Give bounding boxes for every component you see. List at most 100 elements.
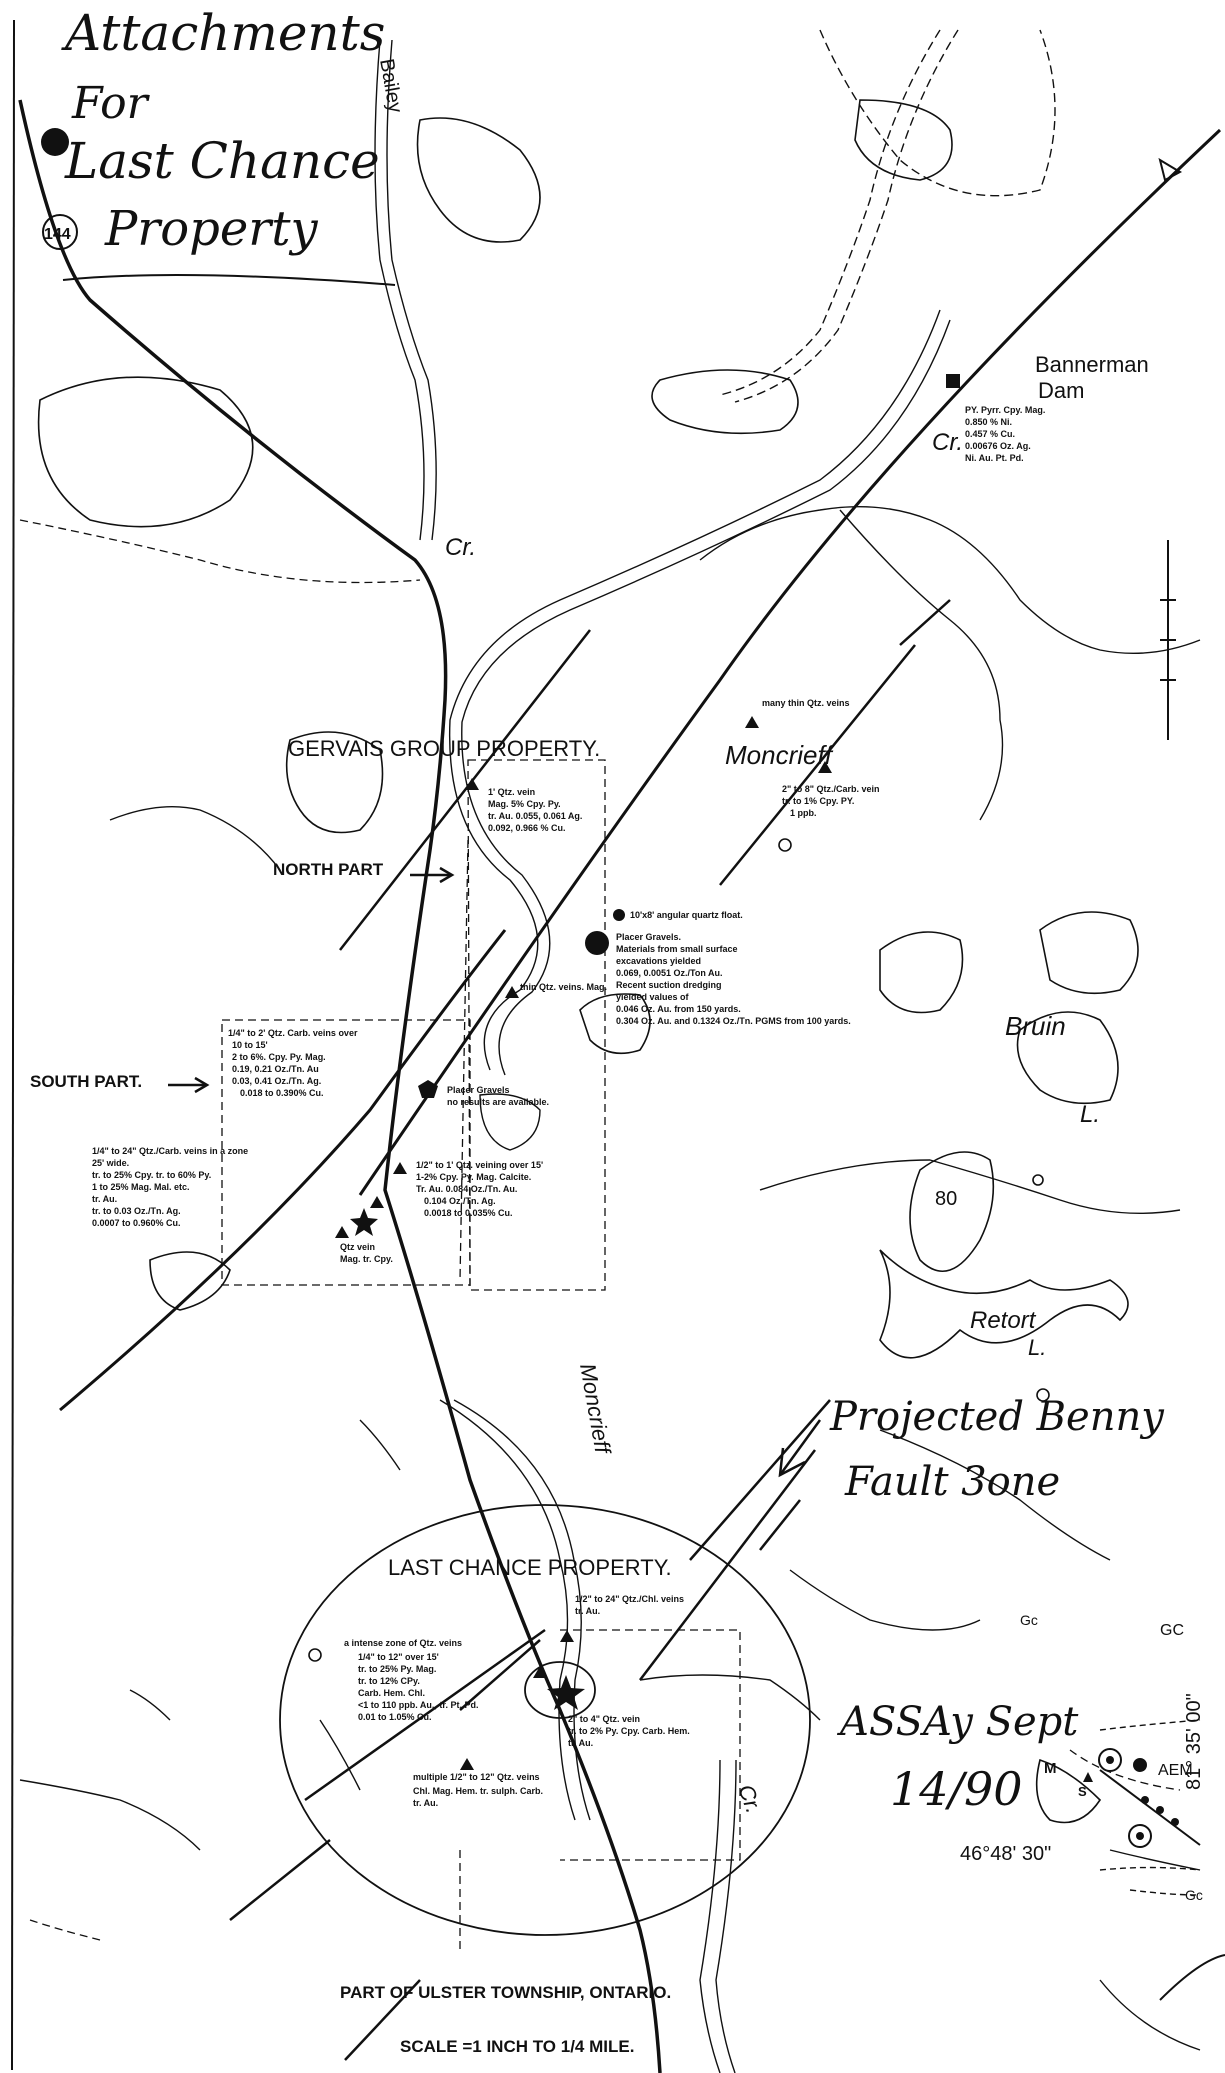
svg-text:tr. Au.: tr. Au. bbox=[568, 1738, 593, 1748]
svg-text:1' Qtz. vein: 1' Qtz. vein bbox=[488, 787, 535, 797]
handwritten-title-line3: Last Chance bbox=[64, 132, 380, 190]
svg-text:Tr. Au. 0.084 Oz./Tn. Au.: Tr. Au. 0.084 Oz./Tn. Au. bbox=[416, 1184, 517, 1194]
bannerman-dam-marker bbox=[946, 374, 960, 388]
svg-text:1/4" to 24" Qtz./Carb. veins i: 1/4" to 24" Qtz./Carb. veins in a zone bbox=[92, 1146, 248, 1156]
svg-text:0.457 % Cu.: 0.457 % Cu. bbox=[965, 429, 1015, 439]
bannerman-label-line1: Bannerman bbox=[1035, 352, 1149, 377]
bannerman-label-line2: Dam bbox=[1038, 378, 1084, 403]
moncrieff-lake-label: Moncrieff bbox=[725, 740, 835, 770]
svg-text:Qtz vein: Qtz vein bbox=[340, 1242, 375, 1252]
multiple-veins-note: multiple 1/2" to 12" Qtz. veins Chl. Mag… bbox=[413, 1772, 543, 1808]
svg-text:0.092, 0.966 % Cu.: 0.092, 0.966 % Cu. bbox=[488, 823, 566, 833]
last-chance-circle bbox=[279, 1504, 811, 1936]
svg-text:yielded values of: yielded values of bbox=[616, 992, 690, 1002]
s-label: S bbox=[1078, 1784, 1087, 1799]
scale-label: SCALE =1 INCH TO 1/4 MILE. bbox=[400, 2037, 634, 2056]
svg-text:Chl. Mag. Hem. tr. sulph. Carb: Chl. Mag. Hem. tr. sulph. Carb. bbox=[413, 1786, 543, 1796]
veining-15-note: 1/2" to 1' Qtz. veining over 15' 1-2% Cp… bbox=[416, 1160, 543, 1218]
svg-text:0.0007 to 0.960% Cu.: 0.0007 to 0.960% Cu. bbox=[92, 1218, 181, 1228]
intense-zone-note: a intense zone of Qtz. veins 1/4" to 12"… bbox=[344, 1638, 478, 1722]
svg-text:Placer Gravels.: Placer Gravels. bbox=[616, 932, 681, 942]
assay-notes: PY. Pyrr. Cpy. Mag. 0.850 % Ni. 0.457 % … bbox=[92, 405, 1045, 1808]
svg-text:1 to 25% Mag. Mal. etc.: 1 to 25% Mag. Mal. etc. bbox=[92, 1182, 190, 1192]
svg-text:1/4" to 12" over 15': 1/4" to 12" over 15' bbox=[358, 1652, 439, 1662]
svg-text:multiple 1/2" to 12" Qtz. vein: multiple 1/2" to 12" Qtz. veins bbox=[413, 1772, 540, 1782]
handwritten-title-line2: For bbox=[71, 78, 151, 129]
svg-text:1/4" to 2' Qtz. Carb. veins ov: 1/4" to 2' Qtz. Carb. veins over bbox=[228, 1028, 358, 1038]
south-carb-note: 1/4" to 2' Qtz. Carb. veins over 10 to 1… bbox=[228, 1028, 358, 1098]
svg-text:0.069, 0.0051 Oz./Ton Au.: 0.069, 0.0051 Oz./Ton Au. bbox=[616, 968, 723, 978]
svg-text:0.046 Oz. Au. from 150 yards.: 0.046 Oz. Au. from 150 yards. bbox=[616, 1004, 741, 1014]
svg-text:PY. Pyrr. Cpy. Mag.: PY. Pyrr. Cpy. Mag. bbox=[965, 405, 1045, 415]
projected-fault-line1: Projected Benny bbox=[829, 1394, 1165, 1440]
svg-text:25' wide.: 25' wide. bbox=[92, 1158, 129, 1168]
gc-label-3: Gc bbox=[1185, 1887, 1203, 1903]
creek-label-lower: Cr. bbox=[733, 1781, 766, 1816]
place-labels: 144 Bailey Bannerman Dam Cr. Cr. Cr. Mon… bbox=[30, 57, 1205, 2056]
svg-text:1/2" to 24" Qtz./Chl. veins: 1/2" to 24" Qtz./Chl. veins bbox=[575, 1594, 684, 1604]
thin-veins-mag-note: thin Qtz. veins. Mag. bbox=[520, 982, 607, 992]
gervais-vein-note: 1' Qtz. vein Mag. 5% Cpy. Py. tr. Au. 0.… bbox=[488, 787, 582, 833]
svg-text:no results are available.: no results are available. bbox=[447, 1097, 549, 1107]
svg-text:tr. to 25% Py. Mag.: tr. to 25% Py. Mag. bbox=[358, 1664, 436, 1674]
svg-text:0.00676 Oz. Ag.: 0.00676 Oz. Ag. bbox=[965, 441, 1031, 451]
bruin-l-label: L. bbox=[1080, 1101, 1100, 1128]
svg-text:2" to 8" Qtz./Carb. vein: 2" to 8" Qtz./Carb. vein bbox=[782, 784, 880, 794]
projected-fault-line2: Fault 3one bbox=[844, 1459, 1060, 1505]
triangle-marker bbox=[1158, 157, 1183, 182]
svg-text:0.850 % Ni.: 0.850 % Ni. bbox=[965, 417, 1012, 427]
south-part-label: SOUTH PART. bbox=[30, 1072, 142, 1091]
bruin-label: Bruin bbox=[1005, 1011, 1066, 1041]
svg-text:0.01 to 1.05% Cu.: 0.01 to 1.05% Cu. bbox=[358, 1712, 432, 1722]
svg-text:1 ppb.: 1 ppb. bbox=[790, 808, 817, 818]
lake-80-label: 80 bbox=[935, 1188, 957, 1210]
svg-text:Mag. tr. Cpy.: Mag. tr. Cpy. bbox=[340, 1254, 393, 1264]
svg-text:tr. to 12% CPy.: tr. to 12% CPy. bbox=[358, 1676, 420, 1686]
carb-vein-note: 2" to 8" Qtz./Carb. vein tr. to 1% Cpy. … bbox=[782, 784, 880, 818]
svg-text:a intense zone of Qtz. veins: a intense zone of Qtz. veins bbox=[344, 1638, 462, 1648]
qtz-vein-note: Qtz vein Mag. tr. Cpy. bbox=[340, 1242, 393, 1264]
gc-label-2: Gc bbox=[1020, 1612, 1038, 1628]
svg-text:Placer Gravels: Placer Gravels bbox=[447, 1085, 510, 1095]
svg-text:tr. to 1% Cpy. PY.: tr. to 1% Cpy. PY. bbox=[782, 796, 854, 806]
fault-line bbox=[358, 128, 1222, 1196]
svg-text:tr. to 25% Cpy. tr. to 60% Py.: tr. to 25% Cpy. tr. to 60% Py. bbox=[92, 1170, 211, 1180]
highway-144-label: 144 bbox=[44, 226, 71, 243]
svg-text:tr. to 2% Py. Cpy. Carb. Hem.: tr. to 2% Py. Cpy. Carb. Hem. bbox=[568, 1726, 690, 1736]
svg-text:0.19, 0.21 Oz./Tn. Au: 0.19, 0.21 Oz./Tn. Au bbox=[232, 1064, 319, 1074]
assay-date-line1: ASSAy Sept bbox=[836, 1699, 1079, 1745]
lc-vein-note: 2" to 4" Qtz. vein tr. to 2% Py. Cpy. Ca… bbox=[568, 1714, 690, 1748]
township-label: PART OF ULSTER TOWNSHIP, ONTARIO. bbox=[340, 1983, 671, 2002]
svg-text:0.104 Oz./Tn. Ag.: 0.104 Oz./Tn. Ag. bbox=[424, 1196, 496, 1206]
map-symbols bbox=[41, 128, 1183, 1848]
handwritten-title-line1: Attachments bbox=[61, 4, 385, 62]
north-part-label: NORTH PART bbox=[273, 860, 384, 879]
chl-vein-note: 1/2" to 24" Qtz./Chl. veins tr. Au. bbox=[575, 1594, 684, 1616]
svg-text:tr. Au.: tr. Au. bbox=[413, 1798, 438, 1808]
highway-144-road bbox=[18, 99, 662, 2073]
zone-25-note: 1/4" to 24" Qtz./Carb. veins in a zone 2… bbox=[92, 1146, 248, 1228]
thin-veins-note: many thin Qtz. veins bbox=[762, 698, 850, 708]
placer-gravels-2-note: Placer Gravels no results are available. bbox=[447, 1085, 549, 1107]
svg-text:tr. Au. 0.055, 0.061 Ag.: tr. Au. 0.055, 0.061 Ag. bbox=[488, 811, 582, 821]
svg-text:tr. Au.: tr. Au. bbox=[92, 1194, 117, 1204]
svg-text:2" to 4" Qtz. vein: 2" to 4" Qtz. vein bbox=[568, 1714, 640, 1724]
svg-text:Ni. Au. Pt. Pd.: Ni. Au. Pt. Pd. bbox=[965, 453, 1024, 463]
retort-label: Retort bbox=[970, 1307, 1037, 1334]
aem-label: AEM bbox=[1158, 1762, 1193, 1779]
bailey-label: Bailey bbox=[375, 57, 406, 114]
svg-text:1/2" to 1' Qtz. veining over 1: 1/2" to 1' Qtz. veining over 15' bbox=[416, 1160, 543, 1170]
creek-label-upper: Cr. bbox=[932, 429, 963, 456]
m-label: M bbox=[1044, 1760, 1057, 1777]
svg-text:0.304 Oz. Au. and 0.1324 Oz./T: 0.304 Oz. Au. and 0.1324 Oz./Tn. PGMS fr… bbox=[616, 1016, 851, 1026]
bannerman-note: PY. Pyrr. Cpy. Mag. 0.850 % Ni. 0.457 % … bbox=[965, 405, 1045, 463]
svg-text:Recent suction dredging: Recent suction dredging bbox=[616, 980, 722, 990]
svg-text:10 to 15': 10 to 15' bbox=[232, 1040, 268, 1050]
svg-text:tr. Au.: tr. Au. bbox=[575, 1606, 600, 1616]
svg-text:tr. to 0.03 Oz./Tn. Ag.: tr. to 0.03 Oz./Tn. Ag. bbox=[92, 1206, 181, 1216]
creek-label-mid: Cr. bbox=[445, 534, 476, 561]
longitude-label: 81° 35' 00" bbox=[1183, 1693, 1205, 1790]
svg-text:<1 to 110 ppb. Au., tr. Pt. Pd: <1 to 110 ppb. Au., tr. Pt. Pd. bbox=[358, 1700, 478, 1710]
last-chance-label: LAST CHANCE PROPERTY. bbox=[388, 1555, 672, 1580]
